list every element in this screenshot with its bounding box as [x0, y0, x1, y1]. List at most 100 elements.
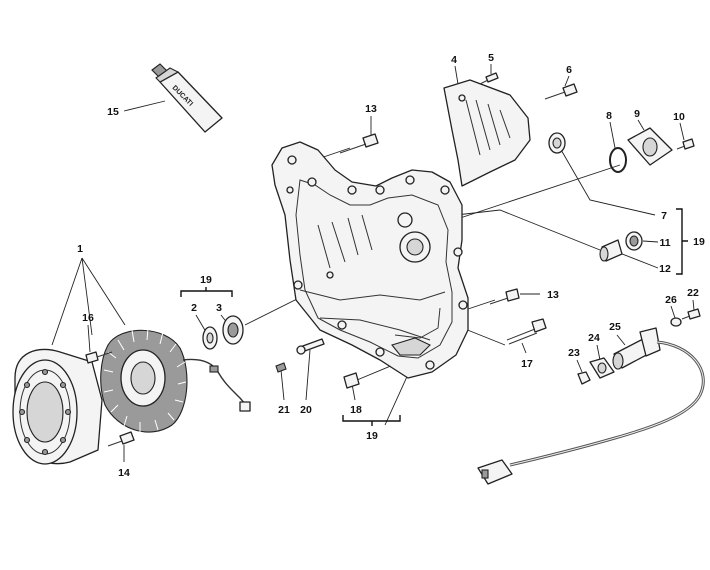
part-7-bushing-inner — [552, 137, 562, 149]
callout-12: 12 — [659, 263, 671, 275]
cover-boss-small — [397, 212, 413, 228]
cover-hole-6 — [405, 175, 415, 185]
leader-7 — [559, 147, 656, 216]
callout-23: 23 — [568, 347, 580, 359]
flywheel-bolt-1 — [41, 368, 49, 376]
callout-15: 15 — [107, 106, 119, 118]
callout-22: 22 — [687, 287, 699, 299]
part-26-washer — [670, 317, 682, 327]
part-25-sensor-flange — [639, 327, 661, 357]
leader-25 — [616, 334, 626, 346]
callout-16: 16 — [82, 312, 94, 324]
stator-wire-clip — [209, 365, 219, 373]
small-parts — [85, 72, 705, 485]
part-25-connector-pins — [481, 469, 489, 479]
axis-line-19c — [384, 369, 411, 426]
part-13a-bolt — [362, 133, 379, 148]
leader-11 — [642, 240, 659, 243]
callout-13b: 13 — [547, 289, 559, 301]
leader-16 — [87, 324, 91, 353]
cover-hole-1 — [287, 155, 297, 165]
leader-2 — [195, 314, 207, 333]
part-21-screw — [275, 362, 287, 373]
flywheel-bolt-5 — [41, 448, 49, 456]
callout-25: 25 — [609, 321, 621, 333]
cover-hole-11 — [375, 347, 385, 357]
cover-inner-rim — [295, 179, 453, 359]
callout-10: 10 — [673, 111, 685, 123]
part-11-bearing-inner — [629, 235, 639, 247]
part-18-dowel — [343, 372, 360, 389]
callout-2: 2 — [191, 302, 197, 314]
part-15-sealant-tube: DUCATI — [151, 63, 223, 133]
part-10-bolt — [682, 138, 695, 150]
callout-20: 20 — [300, 404, 312, 416]
part-2-seal-inner — [206, 332, 214, 344]
part-23-nut — [577, 371, 591, 385]
part-13a-bolt-shank — [339, 143, 367, 154]
callout-18: 18 — [350, 404, 362, 416]
part-16-bolt — [85, 351, 99, 364]
bracket-19-right — [676, 208, 688, 275]
callout-7: 7 — [661, 210, 667, 222]
leader-8 — [609, 121, 616, 149]
cover-boss-large-inner — [406, 238, 424, 256]
cover-hole-3 — [286, 186, 294, 194]
part-22-bolt — [687, 308, 701, 320]
guard-plate-outline — [443, 79, 531, 187]
part-14-bolt-shank — [107, 440, 123, 447]
flywheel-bolt-7 — [18, 408, 26, 416]
cover-rib-2 — [299, 289, 446, 301]
leader-21 — [280, 369, 285, 401]
flywheel-bolt-8 — [23, 381, 31, 389]
part-25-cable-highlight — [509, 341, 704, 466]
callout-3: 3 — [216, 302, 222, 314]
part-13b-bolt-shank — [489, 297, 509, 305]
part-6-bolt — [562, 83, 578, 97]
tube-nozzle — [155, 67, 180, 83]
cover-hole-9 — [458, 300, 468, 310]
callout-9: 9 — [634, 108, 640, 120]
cover-rib-4 — [394, 307, 441, 339]
leader-15 — [123, 100, 166, 112]
part-14-bolt — [119, 431, 135, 445]
flywheel-bolt-4 — [59, 436, 67, 444]
callout-13a: 13 — [365, 103, 377, 115]
callout-1: 1 — [77, 243, 83, 255]
bracket-19-left — [180, 287, 233, 297]
callout-19-bottom: 19 — [366, 430, 378, 442]
cover-hole-14 — [326, 271, 334, 279]
cover-hole-13 — [337, 320, 347, 330]
leader-22 — [692, 299, 695, 311]
flywheel-bolt-3 — [64, 408, 72, 416]
callout-17: 17 — [521, 358, 533, 370]
callout-5: 5 — [488, 52, 494, 64]
cover-hole-7 — [440, 185, 450, 195]
callout-11: 11 — [659, 237, 670, 249]
stator-bore — [130, 361, 156, 395]
callout-26: 26 — [665, 294, 677, 306]
part-17-bolt-head — [531, 318, 547, 333]
part-24-gasket-hole — [597, 362, 607, 374]
part-3-bearing-inner — [227, 322, 239, 338]
cover-rib-1 — [317, 214, 373, 269]
cover-hole-5 — [375, 185, 385, 195]
leader-9 — [637, 119, 645, 131]
cover-hole-4 — [347, 185, 357, 195]
flywheel-bolt-6 — [23, 436, 31, 444]
part-20-pin-head — [296, 345, 306, 355]
leader-4 — [454, 65, 459, 85]
cover-rib-3 — [319, 317, 431, 341]
part-13b-bolt — [505, 288, 520, 302]
leader-17 — [521, 342, 527, 354]
callout-14: 14 — [118, 467, 130, 479]
bracket-19-bottom — [342, 415, 401, 426]
flywheel-bolt-2 — [59, 381, 67, 389]
part-6-bolt-shank — [544, 91, 566, 100]
part-17-bolt-shank — [506, 328, 538, 345]
group-brackets — [180, 208, 688, 426]
cover-window — [391, 337, 431, 356]
engine-cover — [271, 141, 469, 379]
guard-plate-slots — [465, 99, 511, 156]
